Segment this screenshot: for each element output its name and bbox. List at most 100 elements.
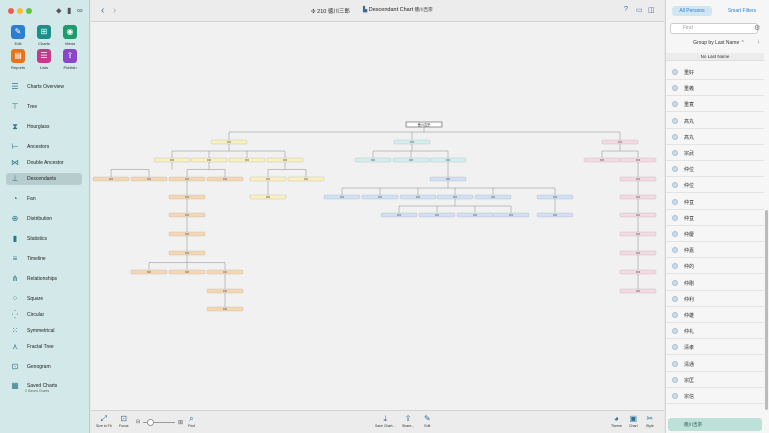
person-box-text — [223, 178, 227, 180]
person-row[interactable]: 宗信 — [666, 388, 764, 404]
person-row[interactable]: 高丸 — [666, 129, 764, 145]
person-name: 高丸 — [684, 118, 695, 125]
person-row[interactable]: 仲雄 — [666, 307, 764, 323]
tool-charts-button[interactable]: ⊞ Charts — [31, 25, 57, 46]
person-row[interactable]: 宗匡 — [666, 372, 764, 388]
nav-genogram[interactable]: ⊡Genogram — [6, 361, 82, 373]
person-row[interactable]: 仲亘 — [666, 210, 764, 226]
person-box-text — [553, 214, 557, 216]
window-icon[interactable]: ▭ — [636, 7, 643, 14]
nav-label: Circular — [27, 312, 45, 318]
save-chart-button[interactable]: ⤓Save Chart... — [375, 414, 395, 428]
person-row[interactable]: 高丸 — [666, 113, 764, 129]
find-button[interactable]: ⌕Find — [188, 414, 195, 428]
person-count-text: 210 徳川三郎 — [317, 9, 350, 15]
person-row[interactable]: 清通 — [666, 356, 764, 372]
nav-timeline[interactable]: ≡Timeline — [6, 253, 82, 265]
person-box-text — [618, 141, 622, 143]
chart-button[interactable]: ▣Chart — [629, 414, 638, 428]
person-box-text — [446, 178, 450, 180]
person-row[interactable]: 仲位 — [666, 161, 764, 178]
tool-views-button[interactable]: ◉ Views — [57, 25, 83, 46]
close-window-button[interactable] — [8, 8, 14, 14]
chart-canvas[interactable]: 徳川吉宗 — [91, 22, 664, 412]
person-row[interactable]: 清孝 — [666, 339, 764, 356]
button-label: Find — [188, 424, 195, 428]
nav-symmetrical[interactable]: ⁙Symmetrical — [6, 325, 82, 337]
tool-lists-button[interactable]: ☰ Lists — [31, 49, 57, 70]
style-button[interactable]: ✂Style — [646, 414, 654, 428]
settings-gear-icon[interactable]: ⚙ — [754, 25, 761, 32]
nav-descendants[interactable]: ⊥Descendants — [6, 173, 82, 185]
person-row[interactable]: 仲剛 — [666, 275, 764, 291]
person-avatar-icon — [672, 312, 678, 318]
theme-button[interactable]: ◕Theme — [611, 414, 622, 428]
sort-icon[interactable]: ↓ — [757, 39, 760, 45]
person-row[interactable]: 仲的 — [666, 258, 764, 275]
person-row[interactable]: 重寛 — [666, 96, 764, 113]
size-to-fit-button[interactable]: ⤢Size to Fit — [96, 414, 112, 428]
focus-button[interactable]: ⊡Focus — [119, 414, 129, 428]
nav-statistics[interactable]: ▮Statistics — [6, 233, 82, 245]
person-row[interactable]: 仲亘 — [666, 194, 764, 210]
forward-chevron-icon[interactable]: › — [113, 5, 117, 16]
tab-all-persons[interactable]: All Persons — [672, 6, 712, 16]
person-row[interactable]: 宗武 — [666, 145, 764, 161]
tool-edit-button[interactable]: ✎ Edit — [5, 25, 31, 46]
find-input[interactable]: Find — [670, 23, 758, 34]
zoom-out-icon[interactable]: ⊟ — [136, 419, 141, 425]
tool-reports-button[interactable]: ▤ Reports — [5, 49, 31, 70]
nav-fractal-tree[interactable]: ⋏Fractal Tree — [6, 341, 82, 353]
person-row[interactable]: 仲礼 — [666, 323, 764, 340]
group-by-select[interactable]: Group by Last Name ⌃ — [693, 40, 745, 46]
zoom-in-icon[interactable]: ⊞ — [178, 420, 184, 426]
back-chevron-icon[interactable]: ‹ — [101, 5, 105, 16]
nav-relationships[interactable]: ⋔Relationships — [6, 273, 82, 285]
nav-label: Saved Charts — [27, 383, 58, 389]
nav-charts-overview[interactable]: ☰Charts Overview — [6, 81, 82, 93]
person-row[interactable]: 重好 — [666, 64, 764, 80]
nav-circular[interactable]: ⁛Circular — [6, 309, 82, 321]
tab-smart-filters[interactable]: Smart Filters — [727, 8, 757, 14]
nav-hourglass[interactable]: ⧗Hourglass — [6, 121, 82, 133]
person-avatar-icon — [672, 295, 678, 302]
button-label: Style — [646, 424, 654, 428]
help-icon[interactable]: ? — [624, 6, 628, 13]
tag-icon[interactable]: ⬥ — [56, 6, 62, 15]
person-row[interactable]: 仲嘉 — [666, 242, 764, 259]
tool-publish-button[interactable]: ⇪ Publish — [57, 49, 83, 70]
nav-square[interactable]: ⁘Square — [6, 293, 82, 305]
binoculars-icon[interactable]: ∞ — [77, 6, 83, 15]
saved-charts-count: 0 Saved Charts — [25, 389, 50, 393]
share-button[interactable]: ⇪Share... — [402, 414, 414, 428]
nav-ancestors[interactable]: ⊢Ancestors — [6, 141, 82, 153]
nav-double-ancestor[interactable]: ⋈Double Ancestor — [6, 157, 82, 169]
chart-person-text: 徳川吉宗 — [414, 7, 433, 12]
person-name: 仲慶 — [684, 232, 695, 238]
nav-tree[interactable]: ⊤Tree — [6, 101, 82, 113]
zoom-slider-knob[interactable] — [147, 419, 154, 426]
zoom-slider[interactable] — [143, 422, 175, 423]
person-row[interactable]: 仲利 — [666, 291, 764, 307]
nav-fan[interactable]: ◔Fan — [6, 193, 82, 205]
sidebar-toggle-icon[interactable]: ◫ — [648, 7, 655, 14]
bookmark-icon[interactable]: ▮ — [67, 6, 72, 15]
person-box-text — [636, 233, 640, 235]
person-row[interactable]: 重義 — [666, 80, 764, 97]
person-row[interactable]: 仲位 — [666, 177, 764, 194]
person-name: 清通 — [684, 361, 695, 368]
edit-button[interactable]: ✎Edit — [424, 414, 431, 428]
button-label: Theme — [611, 424, 622, 428]
person-name: 仲位 — [684, 183, 695, 190]
person-avatar-icon — [672, 231, 678, 237]
minimize-window-button[interactable] — [17, 8, 23, 14]
selected-person-footer[interactable]: 徳川吉宗 — [668, 418, 762, 431]
person-row[interactable]: 仲慶 — [666, 226, 764, 242]
person-box-text — [435, 214, 439, 216]
button-label: Save Chart... — [375, 424, 396, 428]
distribution-icon: ⊕ — [11, 214, 19, 223]
persons-scrollbar[interactable] — [765, 210, 768, 410]
nav-saved-charts[interactable]: ▦Saved Charts — [6, 380, 82, 392]
zoom-window-button[interactable] — [26, 8, 32, 14]
nav-distribution[interactable]: ⊕Distribution — [6, 213, 82, 225]
